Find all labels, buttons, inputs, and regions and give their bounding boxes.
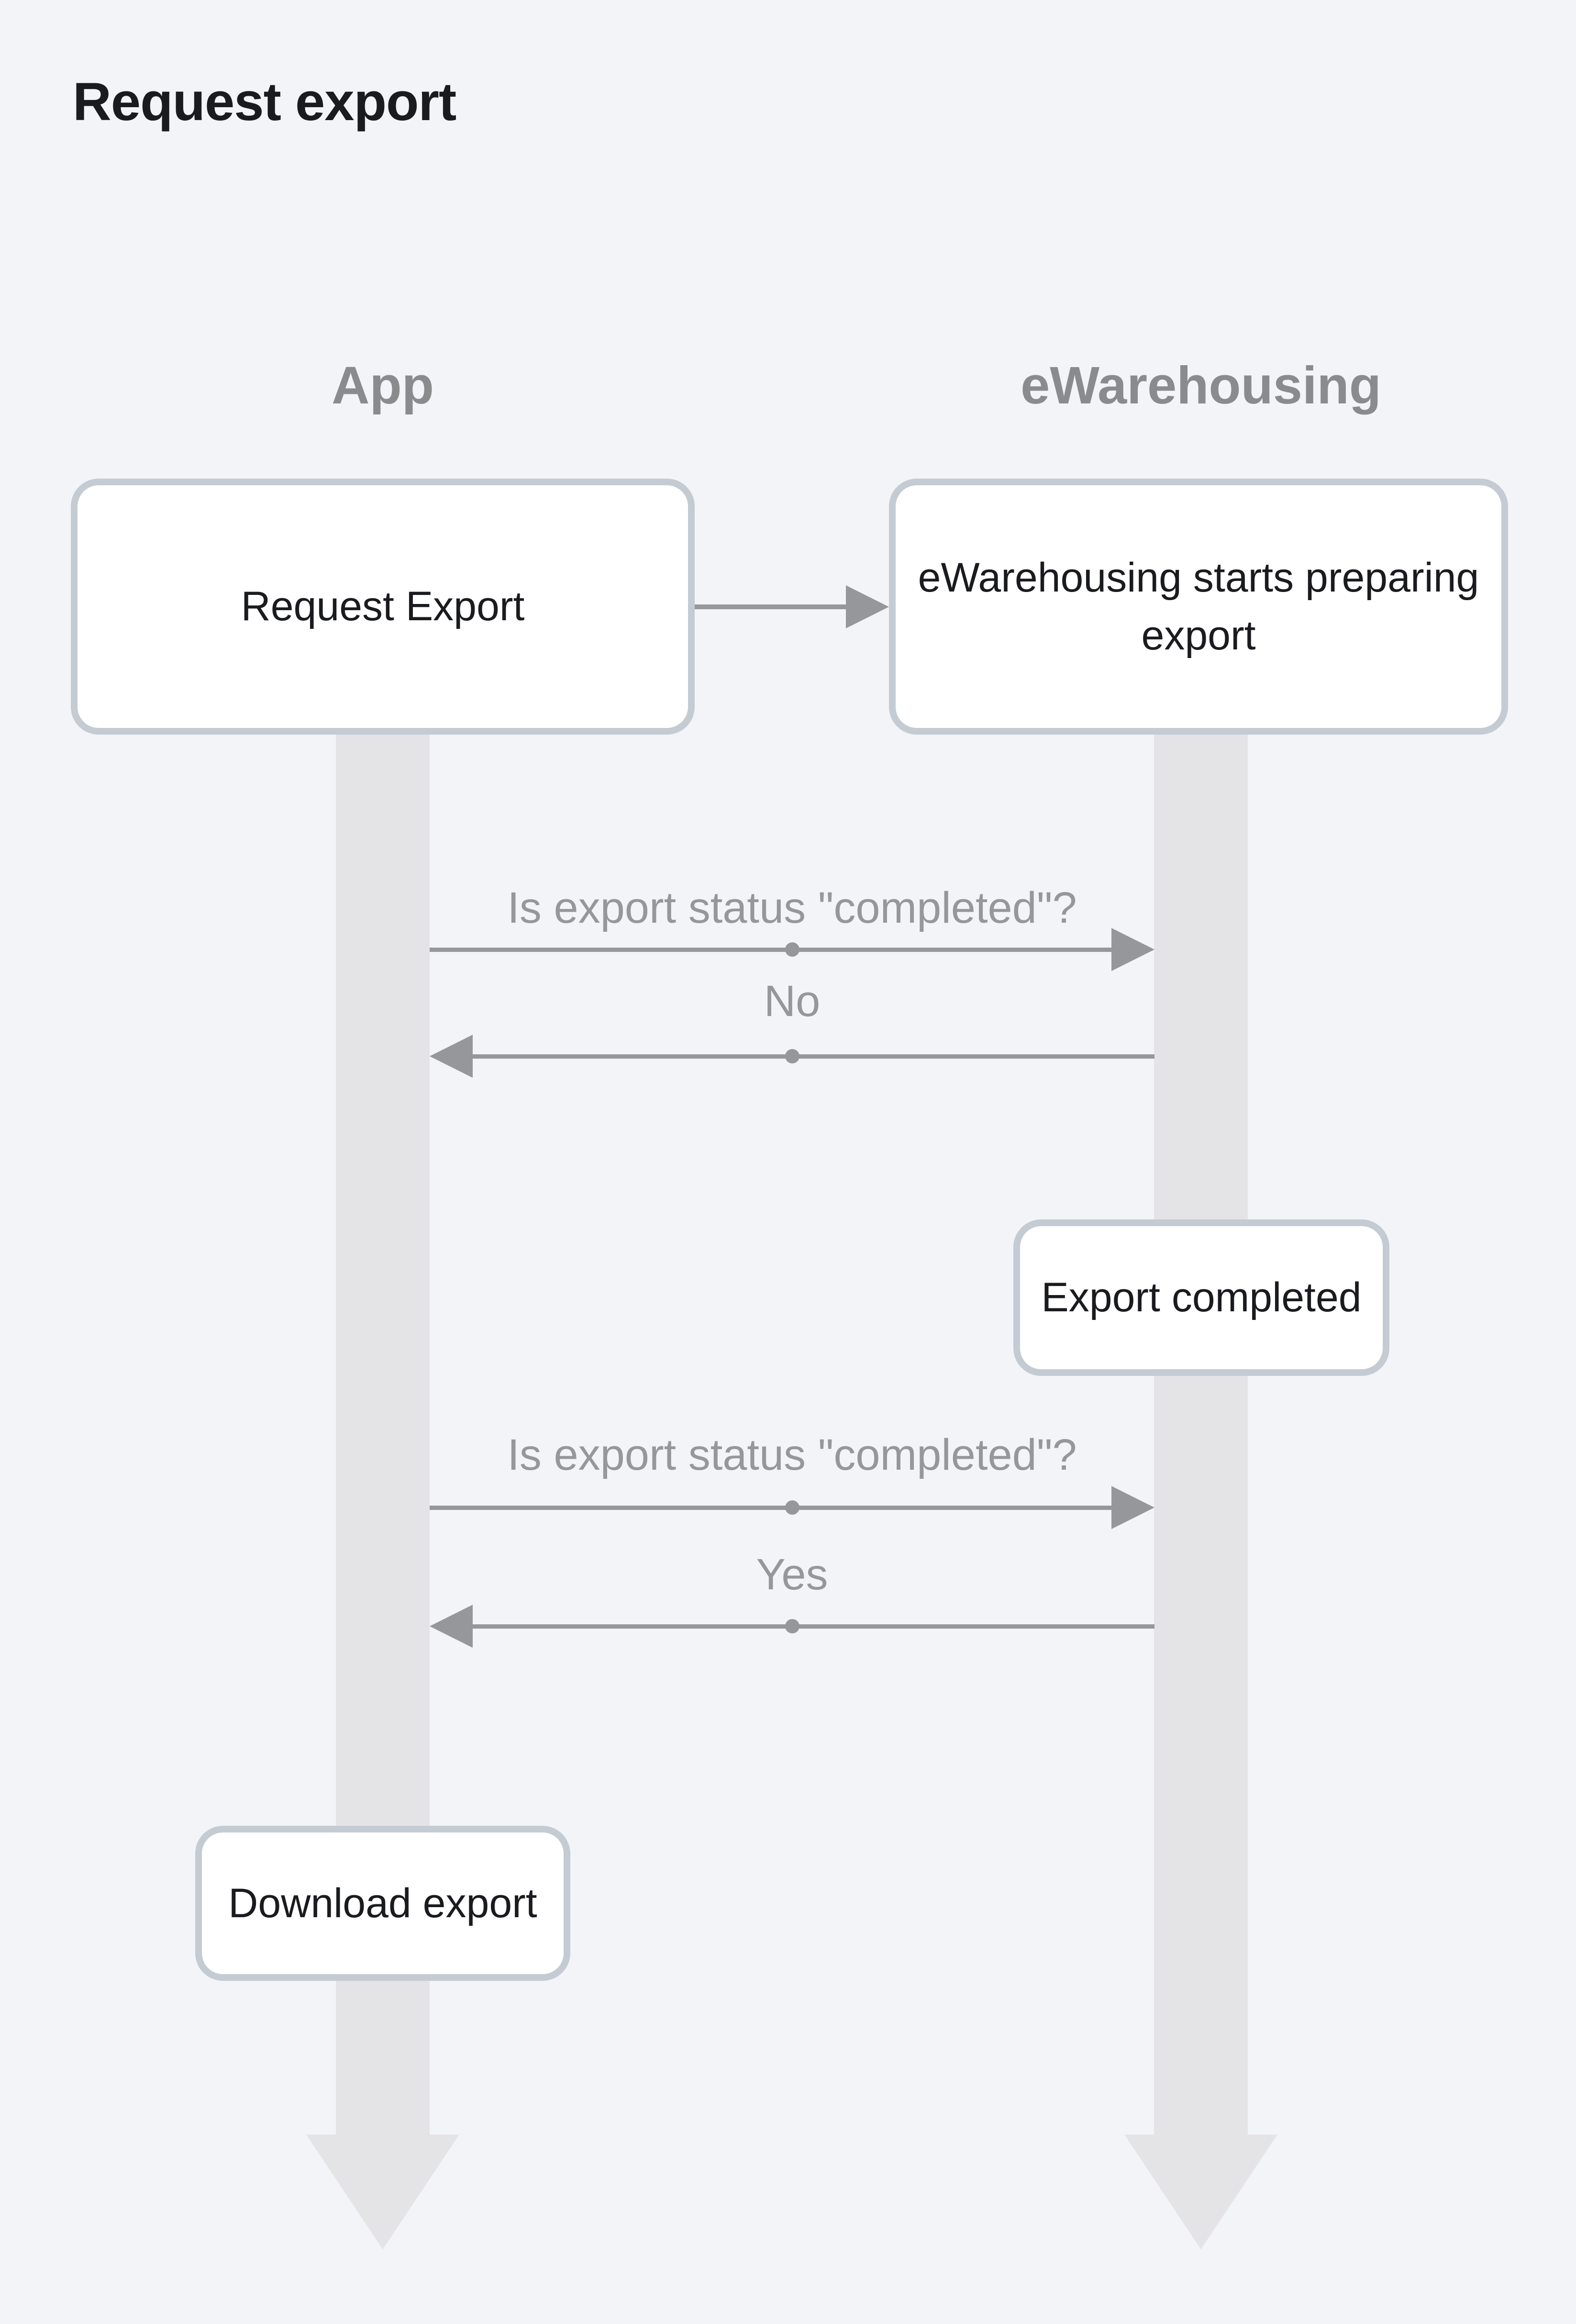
midpoint-dot-icon (785, 1500, 799, 1515)
message-3-arrow-right (430, 1486, 1154, 1529)
actor-label-app: App (332, 356, 434, 415)
arrowhead-left-icon (430, 1605, 473, 1648)
message-4-arrow-left (430, 1605, 1154, 1648)
node-prepare-export: eWarehousing starts preparing export (889, 479, 1508, 735)
message-2-arrow-line (472, 1054, 1154, 1059)
actor-label-ewarehousing: eWarehousing (1021, 356, 1381, 415)
message-3-label: Is export status "completed"? (507, 1430, 1077, 1479)
lifeline-app-arrowhead-down-icon (306, 2134, 459, 2249)
midpoint-dot-icon (785, 1049, 799, 1063)
midpoint-dot-icon (785, 1619, 799, 1633)
node-request-export-label: Request Export (241, 583, 525, 630)
message-3-arrow-line (430, 1506, 1112, 1510)
connector-request-to-prepare (695, 604, 848, 609)
lifeline-ewarehousing-arrowhead-down-icon (1124, 2134, 1277, 2249)
message-4-label: Yes (756, 1550, 828, 1599)
page-title: Request export (73, 72, 456, 132)
arrowhead-right-icon (1111, 1486, 1154, 1529)
connector-arrowhead-right-icon (846, 585, 889, 628)
node-download-export-label: Download export (228, 1880, 537, 1926)
message-2-label: No (764, 977, 821, 1026)
node-export-completed: Export completed (1013, 1219, 1389, 1376)
arrowhead-left-icon (430, 1035, 473, 1078)
message-1-arrow-right (430, 928, 1154, 971)
node-request-export: Request Export (71, 479, 695, 735)
message-2-arrow-left (430, 1035, 1154, 1078)
message-1-arrow-line (430, 948, 1112, 952)
node-download-export: Download export (195, 1826, 570, 1981)
message-1-label: Is export status "completed"? (507, 883, 1077, 932)
midpoint-dot-icon (785, 942, 799, 957)
message-4-arrow-line (472, 1624, 1154, 1629)
node-export-completed-label: Export completed (1041, 1274, 1362, 1321)
arrowhead-right-icon (1111, 928, 1154, 971)
node-prepare-export-label: eWarehousing starts preparing export (918, 555, 1479, 659)
